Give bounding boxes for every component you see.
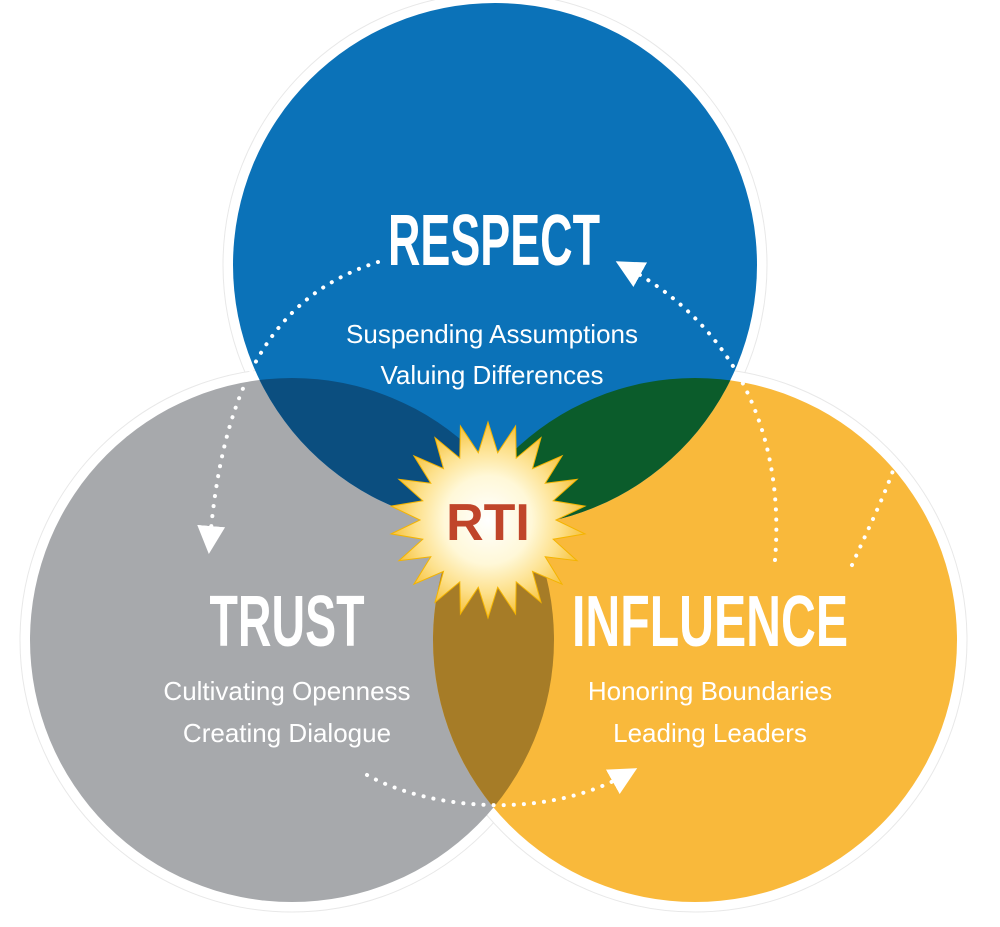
influence-title: INFLUENCE bbox=[572, 582, 848, 662]
sunburst-icon bbox=[389, 420, 587, 620]
trust-text-group: TRUST Cultivating Openness Creating Dial… bbox=[163, 582, 410, 748]
trust-title: TRUST bbox=[210, 582, 365, 662]
arrow-influence-to-respect bbox=[615, 261, 779, 562]
respect-text-group: RESPECT Suspending Assumptions Valuing D… bbox=[346, 201, 638, 390]
influence-line-2: Leading Leaders bbox=[613, 718, 807, 748]
trust-line-2: Creating Dialogue bbox=[183, 718, 391, 748]
center-label: RTI bbox=[446, 494, 530, 552]
arrow-tail-right bbox=[850, 460, 898, 567]
cycle-arrows bbox=[197, 260, 898, 808]
respect-line-1: Suspending Assumptions bbox=[346, 319, 638, 349]
arrow-respect-to-trust bbox=[197, 260, 380, 554]
influence-text-group: INFLUENCE Honoring Boundaries Leading Le… bbox=[572, 582, 848, 748]
influence-line-1: Honoring Boundaries bbox=[588, 676, 832, 706]
respect-title: RESPECT bbox=[388, 201, 600, 281]
trust-line-1: Cultivating Openness bbox=[163, 676, 410, 706]
respect-line-2: Valuing Differences bbox=[380, 360, 603, 390]
arrow-trust-to-influence bbox=[365, 768, 638, 808]
center-burst: RTI bbox=[389, 420, 587, 620]
